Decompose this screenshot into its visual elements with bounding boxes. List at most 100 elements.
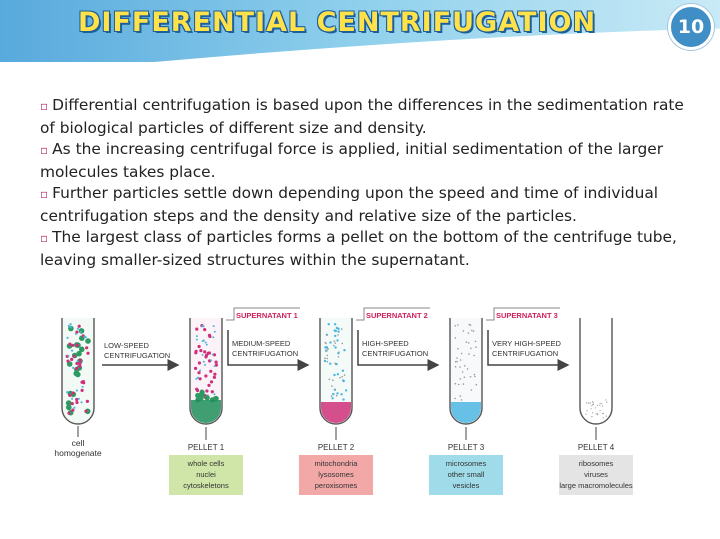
particle-dot bbox=[194, 351, 198, 355]
particle-dot bbox=[73, 406, 76, 409]
particle-dot bbox=[78, 362, 82, 366]
particle-dot bbox=[474, 375, 476, 378]
particle-dot bbox=[66, 336, 69, 339]
particle-dot bbox=[72, 366, 75, 369]
particle-dot bbox=[334, 389, 336, 391]
arrow-label-line: LOW-SPEED bbox=[104, 341, 149, 350]
particle-dot bbox=[194, 366, 198, 370]
particle-dot bbox=[199, 392, 205, 398]
particle-dot bbox=[205, 343, 208, 346]
arrow-label-line: VERY HIGH-SPEED bbox=[492, 339, 561, 348]
particle-dot bbox=[210, 390, 214, 394]
particle-dot bbox=[213, 393, 216, 396]
pellet-contents-line: mitochondria bbox=[315, 459, 359, 468]
particle-dot bbox=[592, 412, 594, 414]
particle-dot bbox=[454, 361, 457, 363]
particle-dot bbox=[326, 357, 329, 360]
particle-dot bbox=[325, 342, 328, 345]
particle-dot bbox=[344, 389, 348, 392]
particle-dot bbox=[467, 342, 470, 344]
particle-dot bbox=[76, 360, 79, 363]
particle-dot bbox=[197, 361, 201, 365]
particle-dot bbox=[326, 354, 329, 357]
particle-dot bbox=[205, 389, 209, 393]
particle-dot bbox=[209, 369, 213, 373]
particle-dot bbox=[454, 397, 456, 400]
particle-dot bbox=[599, 404, 601, 406]
pellet-contents-line: cytoskeletons bbox=[183, 481, 229, 490]
start-label-line: cell bbox=[72, 438, 85, 448]
particle-dot bbox=[456, 360, 458, 363]
particle-dot bbox=[213, 395, 219, 402]
arrow-label-line: HIGH-SPEED bbox=[362, 339, 409, 348]
particle-dot bbox=[585, 413, 587, 415]
particle-dot bbox=[75, 343, 79, 347]
particle-dot bbox=[329, 362, 332, 365]
particle-dot bbox=[333, 340, 336, 342]
particle-dot bbox=[75, 400, 79, 405]
particle-dot bbox=[202, 360, 205, 363]
particle-dot bbox=[341, 375, 344, 378]
particle-dot bbox=[201, 340, 204, 343]
particle-dot bbox=[334, 334, 337, 338]
particle-dot bbox=[324, 357, 326, 359]
particle-dot bbox=[466, 368, 469, 370]
particle-dot bbox=[459, 395, 462, 397]
pellet-2-deposit bbox=[321, 402, 351, 423]
particle-dot bbox=[606, 401, 608, 403]
particle-dot bbox=[203, 328, 207, 332]
particle-dot bbox=[71, 349, 74, 352]
particle-dot bbox=[605, 399, 607, 401]
pellet-contents-line: vesicles bbox=[453, 481, 480, 490]
particle-dot bbox=[68, 325, 74, 332]
supernatant-bracket bbox=[486, 307, 560, 321]
pellet-contents-line: ribosomes bbox=[579, 459, 614, 468]
particle-dot bbox=[337, 356, 340, 358]
arrow-label-line: CENTRIFUGATION bbox=[492, 349, 558, 358]
particle-dot bbox=[461, 371, 464, 373]
particle-dot bbox=[332, 379, 334, 381]
particle-dot bbox=[70, 357, 74, 361]
pellet-contents-line: peroxisomes bbox=[315, 481, 358, 490]
particle-dot bbox=[196, 388, 200, 393]
particle-dot bbox=[470, 347, 472, 350]
particle-dot bbox=[462, 383, 465, 385]
particle-dot bbox=[76, 350, 82, 357]
particle-dot bbox=[596, 404, 599, 406]
particle-dot bbox=[332, 344, 335, 347]
particle-dot bbox=[602, 412, 605, 414]
bullet-text: Further particles settle down depending … bbox=[40, 184, 659, 225]
arrow-label-line: CENTRIFUGATION bbox=[232, 349, 298, 358]
pellet-contents-line: viruses bbox=[584, 470, 608, 479]
particle-dot bbox=[590, 408, 592, 410]
particle-dot bbox=[587, 402, 589, 404]
particle-dot bbox=[472, 330, 475, 332]
particle-dot bbox=[81, 385, 84, 388]
particle-dot bbox=[342, 398, 345, 401]
particle-dot bbox=[72, 354, 76, 358]
particle-dot bbox=[75, 361, 79, 366]
particle-dot bbox=[601, 405, 604, 407]
particle-dot bbox=[473, 373, 476, 376]
particle-dot bbox=[81, 380, 85, 384]
particle-dot bbox=[85, 346, 89, 350]
particle-dot bbox=[73, 370, 79, 377]
arrow-label-line: CENTRIFUGATION bbox=[104, 351, 170, 360]
particle-dot bbox=[467, 332, 470, 334]
pellet-label: PELLET 3 bbox=[448, 443, 485, 452]
particle-dot bbox=[79, 346, 85, 353]
particle-dot bbox=[195, 338, 198, 341]
particle-dot bbox=[212, 353, 217, 357]
step-arrow bbox=[227, 330, 310, 371]
particle-dot bbox=[592, 403, 594, 406]
pellet-contents-line: other small bbox=[448, 470, 485, 479]
particle-dot bbox=[457, 347, 459, 350]
supernatant-bracket bbox=[226, 307, 300, 321]
step-medium-speed: SUPERNATANT 1 MEDIUM-SPEED CENTRIFUGATIO… bbox=[226, 307, 310, 371]
particle-dot bbox=[69, 323, 72, 326]
particle-dot bbox=[66, 404, 72, 411]
particle-dot bbox=[204, 355, 208, 359]
particle-dot bbox=[454, 366, 457, 368]
bullet-square-icon: ▫ bbox=[40, 99, 49, 113]
bullet-square-icon: ▫ bbox=[40, 231, 49, 245]
